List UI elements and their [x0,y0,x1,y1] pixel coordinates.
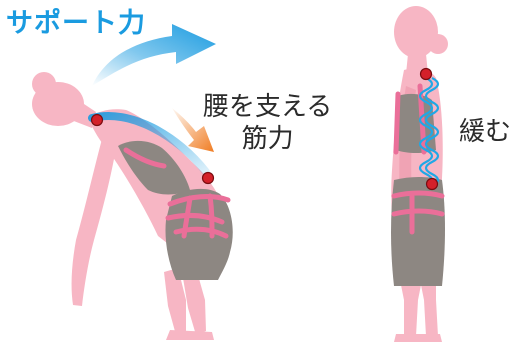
standing-figure [391,6,448,342]
bending-lower-point [203,173,214,184]
bending-feet [166,330,214,340]
standing-upper-point [421,69,432,80]
waist-muscle-label-line1: 腰を支える [203,92,332,124]
waist-muscle-label: 腰を支える 筋力 [203,92,332,155]
bending-hair-bun [32,72,56,96]
standing-top-panel [396,94,436,153]
standing-hair-bun [428,34,448,54]
standing-lower-point [427,179,438,190]
standing-feet [394,334,442,342]
loosen-label: 緩む [459,119,511,145]
bending-upper-point [92,115,103,126]
waist-muscle-label-line2: 筋力 [203,124,332,156]
support-power-label: サポート力 [6,10,146,37]
